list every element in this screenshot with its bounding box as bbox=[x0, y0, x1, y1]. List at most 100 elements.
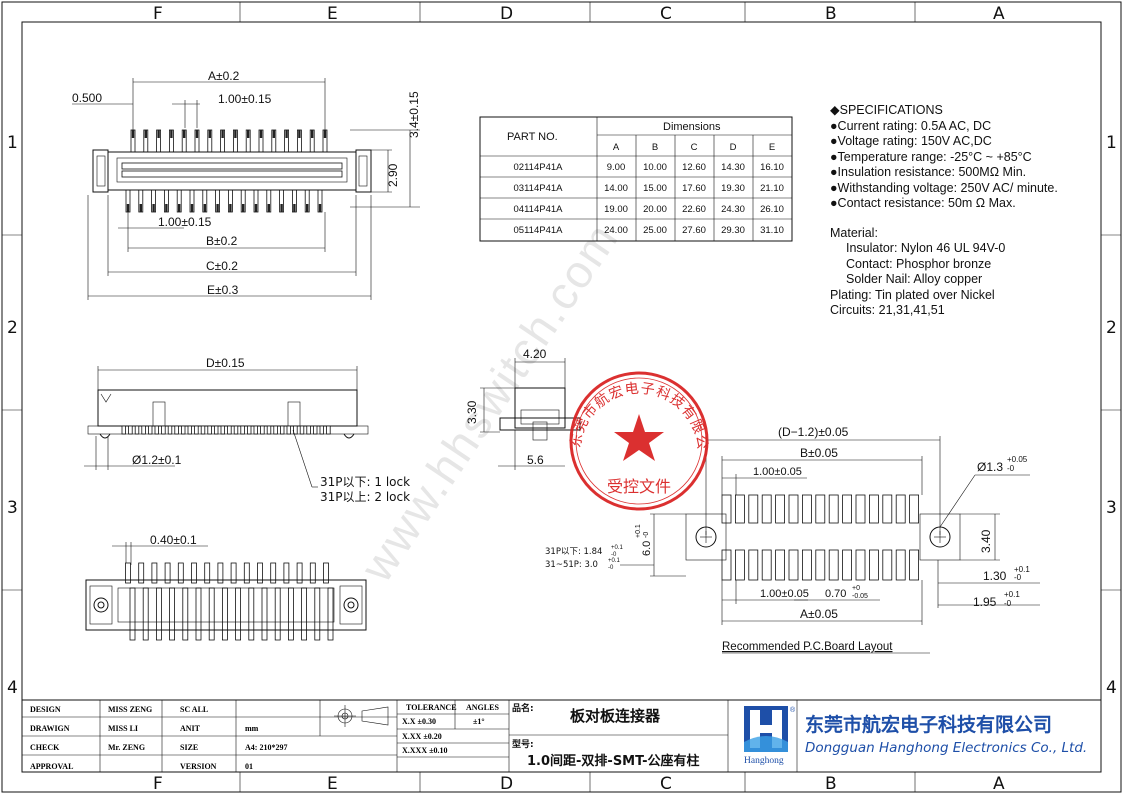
row-label-4-right: 4 bbox=[1106, 678, 1117, 698]
pcb-layout: (D−1.2)±0.05 B±0.05 1.00±0.05 Ø1.3 +0.05… bbox=[545, 425, 1040, 654]
side-pin bbox=[312, 425, 318, 435]
bottom-pin-upper bbox=[243, 562, 250, 584]
top-pin-lower-tip bbox=[293, 204, 296, 212]
side-pin bbox=[213, 425, 219, 435]
table-cell: 15.00 bbox=[643, 183, 667, 194]
top-pin-lower-tip bbox=[165, 204, 168, 212]
pcb-dim-1-30-tol-top: +0.1 bbox=[1014, 565, 1030, 574]
table-cell: 14.30 bbox=[721, 162, 745, 173]
pcb-pad-upper bbox=[909, 494, 919, 524]
pcb-pad-upper bbox=[882, 494, 893, 524]
pcb-pad-upper bbox=[735, 494, 745, 524]
row-label-1-right: 1 bbox=[1106, 133, 1117, 153]
top-pin-lower-tip bbox=[242, 204, 245, 212]
bottom-pin-upper bbox=[270, 562, 277, 584]
logo-mark: ® bbox=[790, 706, 796, 714]
bottom-pin-upper bbox=[204, 562, 211, 584]
top-pin-upper-tip bbox=[272, 130, 275, 138]
circuits-line: Circuits: 21,31,41,51 bbox=[830, 303, 945, 317]
row-label-2-left: 2 bbox=[7, 318, 18, 338]
pcb-dim-b: B±0.05 bbox=[800, 446, 838, 460]
pcb-pad-lower bbox=[775, 549, 785, 581]
table-cell: 22.60 bbox=[682, 204, 706, 215]
side-pin bbox=[174, 425, 179, 435]
top-pin-upper-tip bbox=[170, 130, 173, 138]
table-cell: 20.00 bbox=[643, 204, 667, 215]
bottom-pin-upper bbox=[191, 562, 197, 584]
side-dim-peg: Ø1.2±0.1 bbox=[132, 453, 182, 467]
stamp-center-text: 受控文件 bbox=[607, 477, 671, 496]
table-col-header: B bbox=[652, 142, 658, 153]
title-row-name: Mr. ZENG bbox=[108, 743, 145, 752]
col-label-d-top: D bbox=[500, 4, 513, 24]
side-pin bbox=[180, 425, 186, 435]
side-pin bbox=[273, 425, 278, 435]
title-row-key: VERSION bbox=[180, 762, 217, 771]
spec-line-5: ●Withstanding voltage: 250V AC/ minute. bbox=[830, 181, 1058, 195]
side-pin bbox=[154, 425, 159, 435]
top-pin-lower-tip bbox=[152, 204, 155, 212]
table-col-header: D bbox=[730, 142, 737, 153]
product-name: 板对板连接器 bbox=[570, 707, 661, 725]
pcb-pad-upper bbox=[895, 494, 906, 524]
bottom-pin-upper bbox=[230, 562, 237, 584]
spec-line-6: ●Contact resistance: 50m Ω Max. bbox=[830, 196, 1016, 210]
top-dim-pitch-top: 1.00±0.15 bbox=[218, 92, 272, 106]
bottom-pin-lower bbox=[221, 587, 228, 641]
bottom-pin-lower bbox=[248, 587, 255, 641]
bottom-dim-pin-width: 0.40±0.1 bbox=[150, 533, 197, 547]
material-line-2: Contact: Phosphor bronze bbox=[846, 257, 991, 271]
bottom-pin-lower bbox=[314, 587, 321, 641]
side-pin bbox=[286, 425, 291, 435]
bottom-pin-upper bbox=[138, 562, 145, 584]
spec-line-1: ●Current rating: 0.5A AC, DC bbox=[830, 119, 991, 133]
plating-line: Plating: Tin plated over Nickel bbox=[830, 288, 995, 302]
title-row-label: DESIGN bbox=[30, 705, 61, 714]
pcb-dim-pad-tol-top: +0 bbox=[852, 585, 860, 592]
tolerance-3: X.XXX ±0.10 bbox=[402, 746, 448, 755]
table-part-number: 05114P41A bbox=[514, 225, 564, 236]
title-row-name: MISS LI bbox=[108, 724, 138, 733]
bottom-view: 0.40±0.1 bbox=[85, 533, 367, 641]
bottom-pin-upper bbox=[217, 562, 224, 584]
pcb-note-a-tol-bottom: -0 bbox=[611, 552, 617, 558]
col-label-e-bottom: E bbox=[327, 774, 338, 794]
row-label-3-left: 3 bbox=[7, 498, 18, 518]
title-row-value: A4: 210*297 bbox=[245, 743, 287, 752]
tolerance-1: X.X ±0.30 bbox=[402, 717, 436, 726]
table-cell: 10.00 bbox=[643, 162, 667, 173]
col-label-c-bottom: C bbox=[660, 774, 672, 794]
side-pin bbox=[293, 425, 298, 435]
star-icon bbox=[614, 414, 664, 461]
table-cell: 14.00 bbox=[604, 183, 628, 194]
bottom-pin-upper bbox=[283, 562, 290, 584]
pcb-pad-upper bbox=[775, 494, 785, 524]
pcb-pad-lower bbox=[828, 549, 839, 581]
pcb-note-a: 31P以下: 1.84 bbox=[545, 547, 602, 557]
watermark: www.hhswitch.com bbox=[350, 213, 629, 592]
bottom-pin-upper bbox=[177, 562, 184, 584]
col-label-c-top: C bbox=[660, 4, 672, 24]
pcb-pad-upper bbox=[815, 494, 826, 524]
tolerance-header: TOLERANCE bbox=[406, 703, 457, 712]
bottom-pin-lower bbox=[155, 587, 162, 641]
bottom-pin-lower bbox=[235, 587, 242, 641]
side-pin bbox=[194, 425, 199, 435]
material-line-3: Solder Nail: Alloy copper bbox=[846, 272, 982, 286]
top-view: A±0.2 0.500 1.00±0.15 3.4±0.15 2.90 1.00… bbox=[72, 69, 421, 300]
top-pin-lower-tip bbox=[280, 204, 283, 212]
pcb-dim-hole: Ø1.3 bbox=[977, 460, 1003, 474]
pcb-dim-6-0-tol-bottom: -0 bbox=[643, 532, 650, 538]
top-pin-lower-tip bbox=[229, 204, 232, 212]
side-pin bbox=[326, 425, 331, 435]
bottom-pin-upper bbox=[296, 562, 303, 584]
pcb-note-b: 31~51P: 3.0 bbox=[545, 560, 598, 570]
side-pin bbox=[246, 425, 252, 435]
top-dim-e: E±0.3 bbox=[207, 283, 239, 297]
title-row-value: mm bbox=[245, 724, 259, 733]
top-pin-upper-tip bbox=[208, 130, 211, 138]
row-label-3-right: 3 bbox=[1106, 498, 1117, 518]
col-label-d-bottom: D bbox=[500, 774, 513, 794]
side-pin bbox=[319, 425, 324, 435]
